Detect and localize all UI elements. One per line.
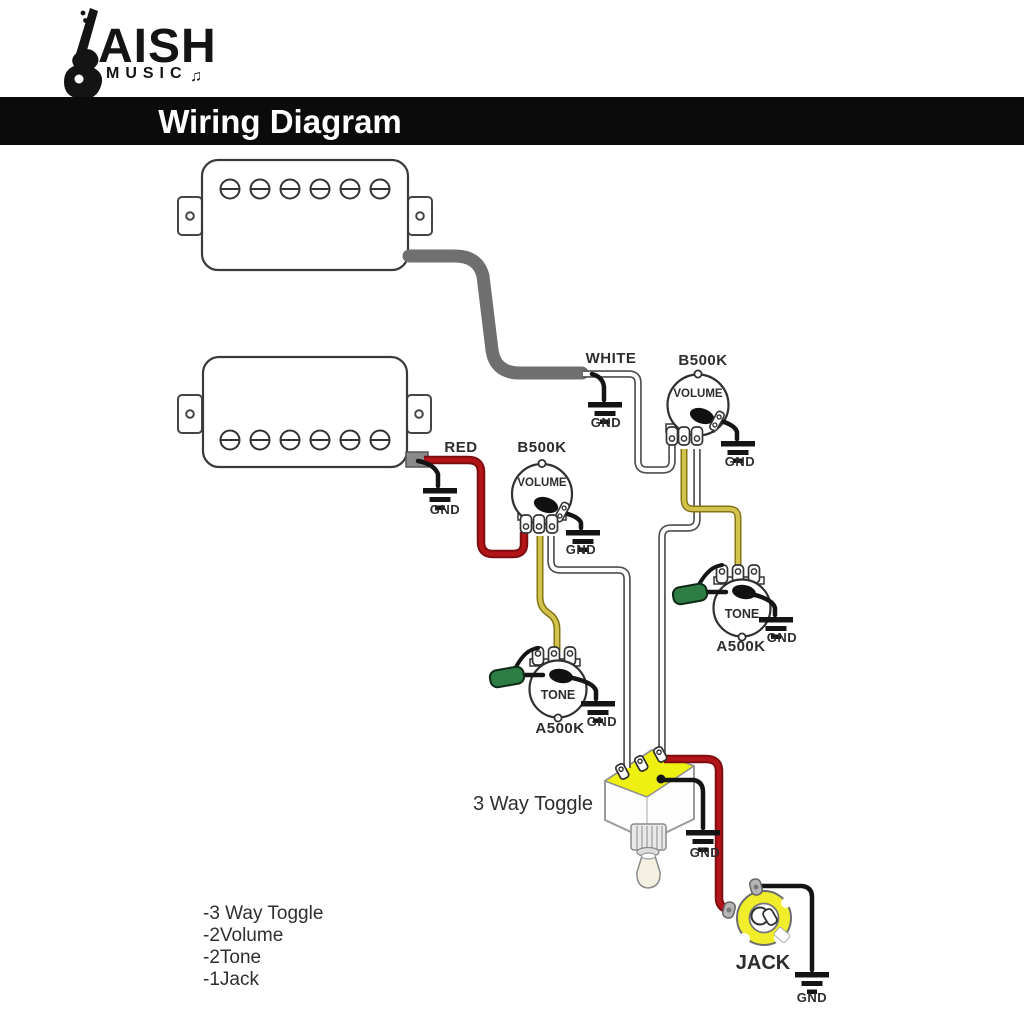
parts-legend: -3 Way Toggle -2Volume -2Tone -1Jack <box>203 903 323 990</box>
white-junction-ground-wire <box>589 371 607 403</box>
white-wire-left-volume-to-toggle <box>547 536 631 768</box>
white-wire-right-volume-to-toggle <box>658 449 701 754</box>
ground-wires <box>415 371 815 973</box>
yellow-wire-left-volume-to-tone <box>536 536 561 651</box>
page-title: Wiring Diagram <box>158 103 402 140</box>
banner-bar <box>0 97 1024 145</box>
legend-item-volume: -2Volume <box>203 925 283 946</box>
jack-ground-wire <box>759 883 815 973</box>
gnd-label-jack: GND <box>797 990 827 1005</box>
right-volume-pot: VOLUME <box>665 369 740 446</box>
guitar-icon <box>64 8 103 102</box>
toggle-ground-wire <box>660 777 706 831</box>
title-banner: Wiring Diagram <box>0 97 1024 145</box>
legend-item-tone: -2Tone <box>203 947 261 968</box>
left-tone-value-label: A500K <box>535 720 584 737</box>
left-tone-pot: TONE <box>488 646 599 723</box>
gnd-label-junction: GND <box>591 415 621 430</box>
brand-logo: AISH MUSIC ♫ <box>64 8 217 102</box>
output-jack <box>721 878 792 946</box>
white-wire-label: WHITE <box>586 350 637 367</box>
pot-casing-solder-lug <box>533 496 559 514</box>
right-volume-value-label: B500K <box>678 352 727 369</box>
toggle-side-lug <box>656 774 666 784</box>
music-note-icon: ♫ <box>190 68 202 85</box>
toggle-label: 3 Way Toggle <box>473 793 593 815</box>
neck-humbucker-pickup <box>177 355 432 469</box>
red-wire-neck-to-volume <box>424 455 529 559</box>
pot-notch <box>693 369 703 379</box>
right-tone-pot: TONE <box>671 563 778 642</box>
tone-pot-face-label: TONE <box>541 688 576 702</box>
tone-capacitor <box>671 582 709 606</box>
red-wire-label: RED <box>444 439 477 456</box>
white-wire-bridge-to-volume <box>583 370 676 474</box>
jack-ground-lug <box>748 878 764 896</box>
bridge-humbucker-pickup <box>177 158 433 272</box>
legend-item-jack: -1Jack <box>203 969 259 990</box>
pot-casing-solder-lug <box>732 584 756 600</box>
tone-pot-face-label: TONE <box>725 607 760 621</box>
gnd-label-neck: GND <box>430 502 460 517</box>
volume-pot-face-label: VOLUME <box>517 477 567 489</box>
yellow-wire-right-volume-to-tone <box>680 449 742 568</box>
jack-label: JACK <box>736 952 791 974</box>
gnd-label-right-volume: GND <box>725 454 755 469</box>
left-volume-pot: VOLUME <box>510 458 584 534</box>
tone-capacitor <box>488 665 526 689</box>
pot-casing-solder-lug <box>549 668 573 684</box>
brand-subtitle: MUSIC <box>106 65 188 82</box>
pot-casing-solder-lug <box>689 407 715 425</box>
pot-notch <box>553 713 563 723</box>
right-tone-value-label: A500K <box>716 638 765 655</box>
jack-hot-lug <box>721 901 737 919</box>
legend-item-toggle: -3 Way Toggle <box>203 903 323 924</box>
neck-pickup-ground-wire <box>415 458 441 489</box>
gnd-label-right-tone: GND <box>767 630 797 645</box>
pot-notch <box>737 632 747 642</box>
brand-name: AISH <box>98 20 217 73</box>
red-wire-toggle-to-jack <box>664 754 728 913</box>
toggle-threaded-bushing <box>630 823 667 851</box>
volume-pot-face-label: VOLUME <box>673 388 723 400</box>
pot-notch <box>537 458 547 468</box>
gnd-label-left-tone: GND <box>587 714 617 729</box>
bridge-pickup-cable <box>402 249 589 380</box>
gnd-label-toggle: GND <box>690 845 720 860</box>
gnd-label-left-volume: GND <box>566 542 596 557</box>
toggle-tip <box>636 855 661 889</box>
left-volume-value-label: B500K <box>517 439 566 456</box>
